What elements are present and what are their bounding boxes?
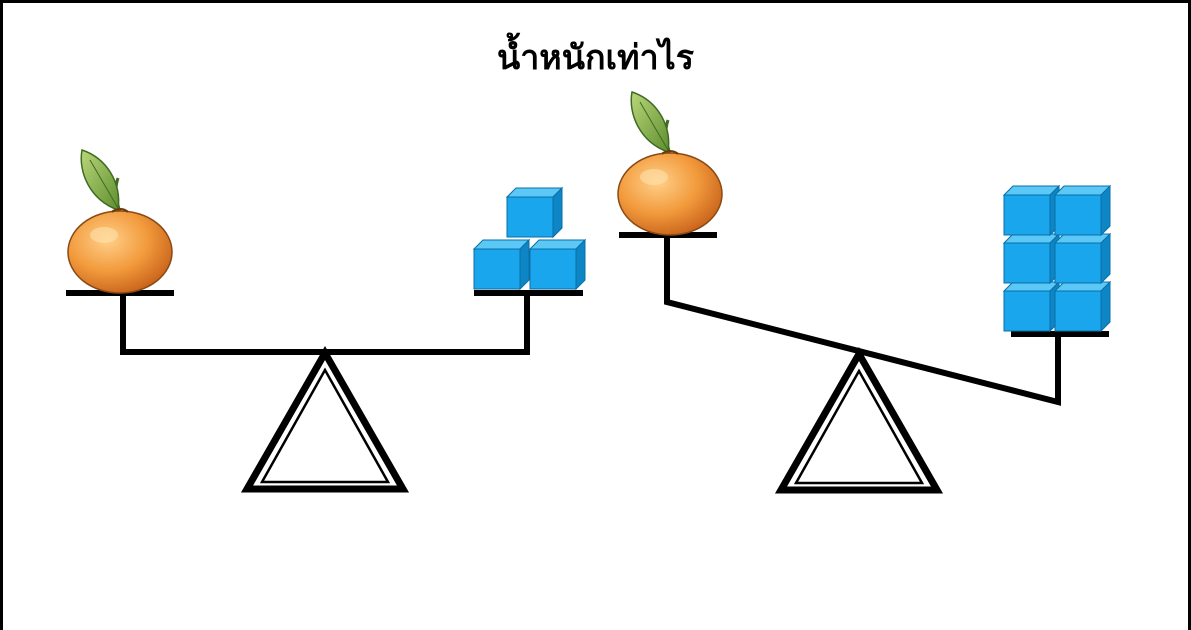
cube-icon: [506, 187, 563, 238]
cube-icon: [1054, 185, 1111, 236]
cube-icon: [1003, 233, 1060, 284]
scale-left: [66, 148, 586, 489]
cube-icon: [1054, 281, 1111, 332]
cube-icon: [473, 239, 530, 290]
cube-icon: [1003, 185, 1060, 236]
orange-icon: [616, 90, 724, 237]
cube-icon: [1003, 281, 1060, 332]
beam-right: [664, 235, 1061, 406]
page-title: น้ำหนักเท่าไร: [496, 38, 695, 78]
scale-right: [616, 90, 1111, 490]
fulcrum-left: [247, 353, 403, 489]
orange-icon: [66, 148, 174, 295]
cube-icon: [1054, 233, 1111, 284]
fulcrum-right: [781, 354, 937, 490]
cube-icon: [529, 239, 586, 290]
beam-left: [120, 293, 530, 355]
